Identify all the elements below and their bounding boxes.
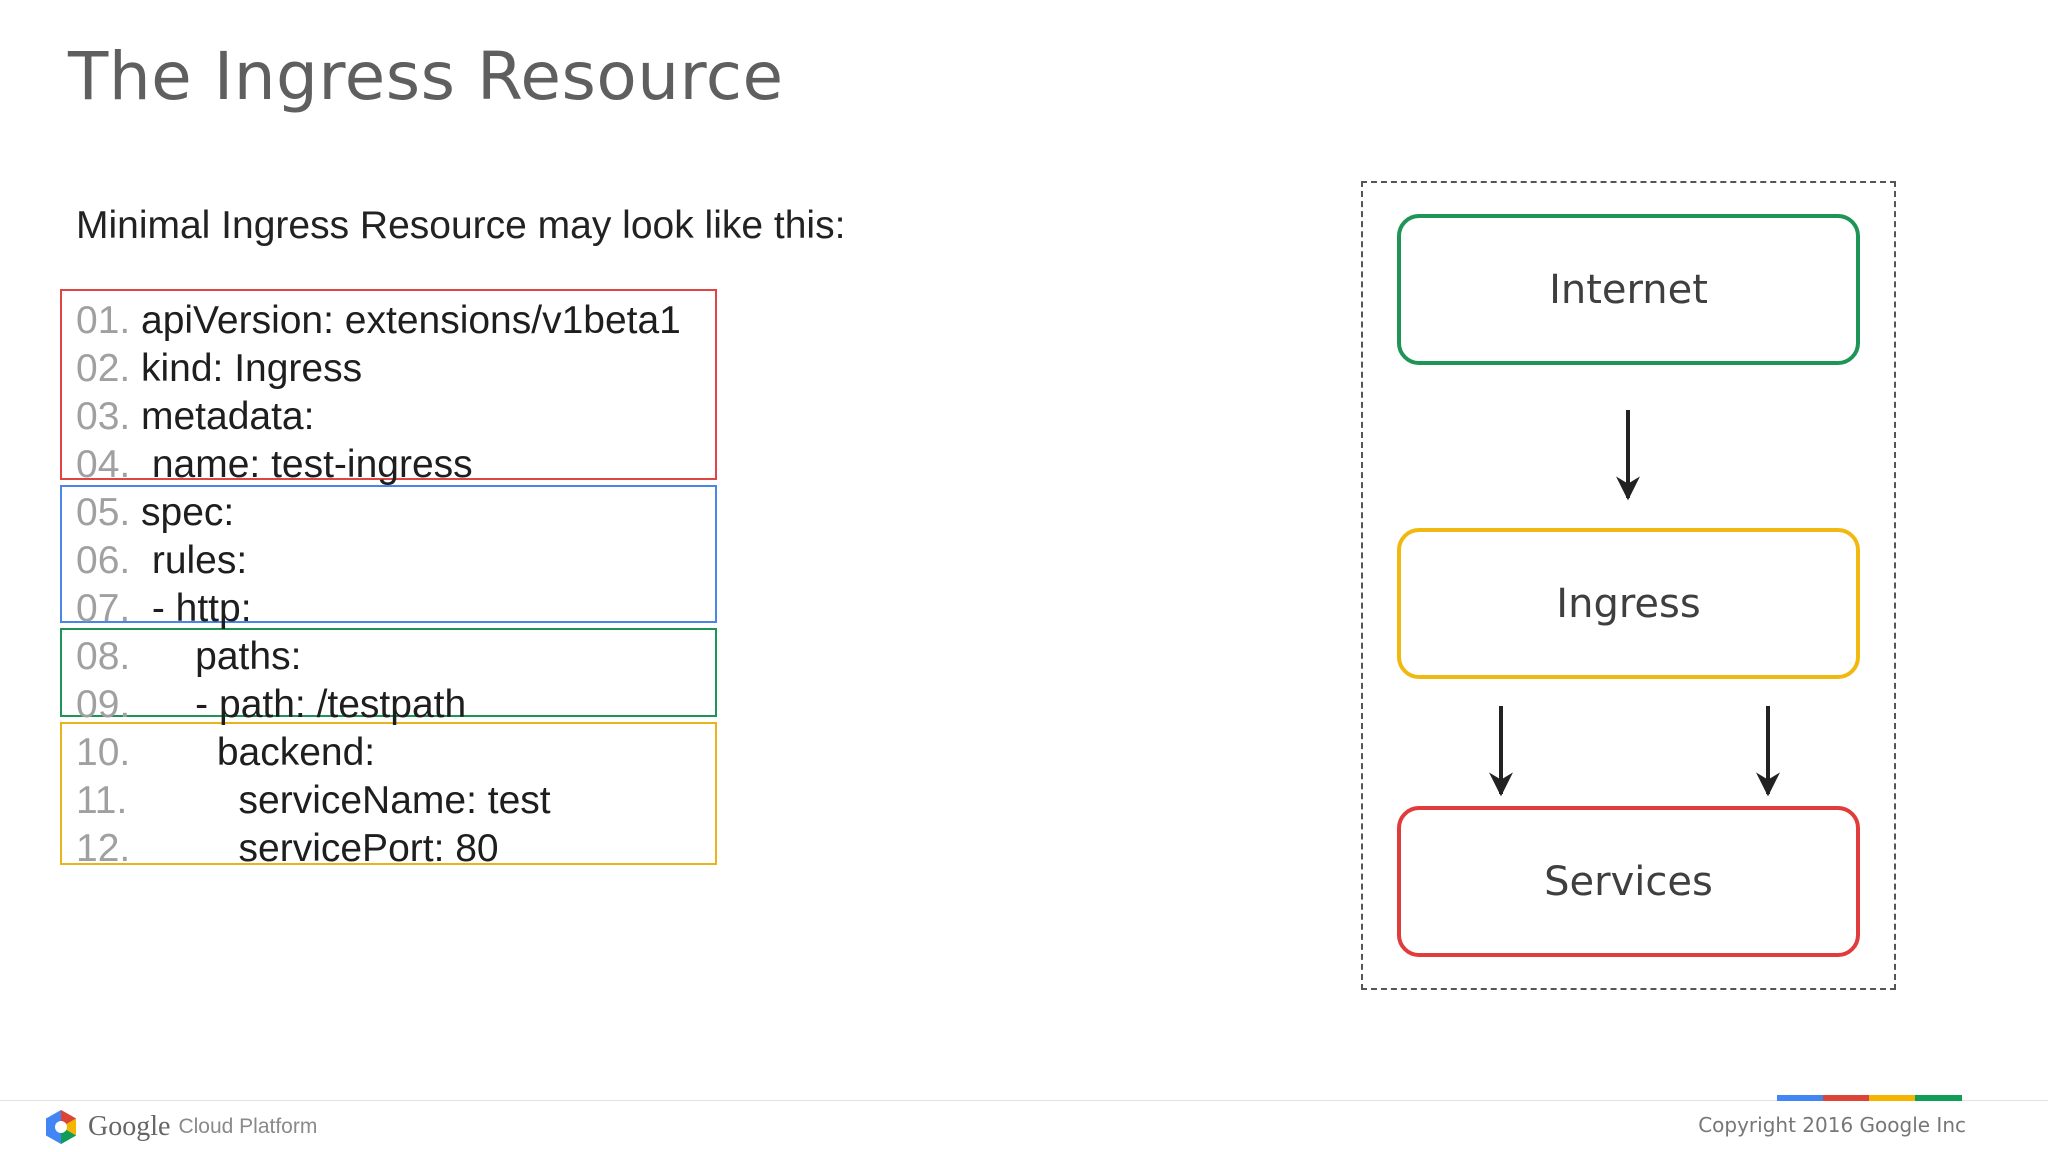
code-line: 10. backend: — [76, 729, 375, 777]
slide-title: The Ingress Resource — [68, 38, 784, 115]
line-number: 05. — [76, 491, 131, 534]
google-cloud-logo: Google Cloud Platform — [42, 1108, 317, 1146]
node-ingress: Ingress — [1397, 528, 1860, 679]
line-text: apiVersion: extensions/v1beta1 — [141, 299, 681, 342]
line-number: 12. — [76, 827, 131, 870]
line-number: 09. — [76, 683, 131, 726]
code-line: 11. serviceName: test — [76, 777, 551, 825]
code-line: 02.kind: Ingress — [76, 345, 362, 393]
line-text: servicePort: 80 — [141, 827, 499, 870]
copyright-text: Copyright 2016 Google Inc — [1698, 1113, 1966, 1137]
code-line: 04. name: test-ingress — [76, 441, 473, 489]
line-text: serviceName: test — [141, 779, 551, 822]
line-text: kind: Ingress — [141, 347, 363, 390]
line-text: backend: — [141, 731, 376, 774]
line-text: paths: — [141, 635, 302, 678]
logo-product-text: Cloud Platform — [178, 1115, 318, 1138]
code-line: 05.spec: — [76, 489, 234, 537]
line-text: rules: — [141, 539, 248, 582]
brand-bar-blue — [1777, 1095, 1823, 1101]
brand-bar-red — [1823, 1095, 1869, 1101]
node-services: Services — [1397, 806, 1860, 957]
code-line: 07. - http: — [76, 585, 252, 633]
line-number: 03. — [76, 395, 131, 438]
code-group-red-box — [60, 289, 717, 480]
line-number: 01. — [76, 299, 131, 342]
line-number: 07. — [76, 587, 131, 630]
line-text: name: test-ingress — [141, 443, 473, 486]
line-number: 06. — [76, 539, 131, 582]
footer-divider — [0, 1100, 2048, 1101]
code-line: 06. rules: — [76, 537, 247, 585]
line-number: 02. — [76, 347, 131, 390]
line-number: 10. — [76, 731, 131, 774]
line-number: 11. — [76, 779, 128, 822]
slide-subtitle: Minimal Ingress Resource may look like t… — [76, 204, 846, 247]
line-text: - path: /testpath — [141, 683, 467, 726]
line-number: 08. — [76, 635, 131, 678]
code-group-blue-box — [60, 485, 717, 623]
code-line: 12. servicePort: 80 — [76, 825, 499, 873]
line-text: - http: — [141, 587, 252, 630]
cloud-hexagon-icon — [46, 1110, 76, 1144]
code-line: 01.apiVersion: extensions/v1beta1 — [76, 297, 681, 345]
code-line: 03.metadata: — [76, 393, 314, 441]
diagram-frame — [1361, 181, 1896, 990]
brand-bar-yellow — [1869, 1095, 1915, 1101]
code-group-yellow-box — [60, 722, 717, 865]
node-internet: Internet — [1397, 214, 1860, 365]
line-text: metadata: — [141, 395, 315, 438]
line-text: spec: — [141, 491, 235, 534]
code-group-green-box — [60, 628, 717, 717]
logo-google-text: Google — [88, 1111, 171, 1142]
code-line: 09. - path: /testpath — [76, 681, 466, 729]
brand-bar-green — [1915, 1095, 1962, 1101]
line-number: 04. — [76, 443, 131, 486]
code-line: 08. paths: — [76, 633, 301, 681]
